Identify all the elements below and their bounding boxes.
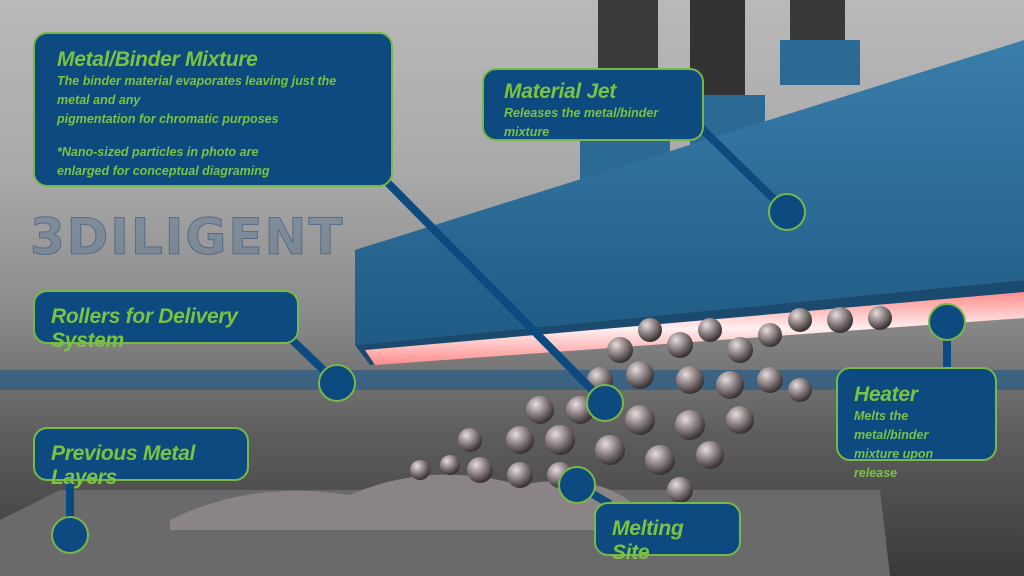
callout-desc: Releases the metal/binder mixture xyxy=(504,106,659,139)
callout-desc: Melts the metal/binder xyxy=(854,409,929,442)
callout-metal-binder: Metal/Binder Mixture The binder material… xyxy=(33,32,393,187)
callout-desc: mixture upon release xyxy=(854,447,934,480)
heater-glow xyxy=(365,292,1024,365)
metal-particles xyxy=(410,306,892,503)
material-jet-body xyxy=(355,40,1024,345)
callout-title: Rollers for Delivery System xyxy=(51,305,238,352)
callout-previous-layers: Previous Metal Layers xyxy=(33,427,249,489)
metal-binder-dot xyxy=(586,384,624,422)
callout-title: Heater xyxy=(854,383,918,406)
callout-title: Previous Metal Layers xyxy=(51,442,196,489)
callout-heater: Heater Melts the metal/binder mixture up… xyxy=(836,367,997,480)
material-jet-dot xyxy=(768,193,806,231)
callout-desc: pigmentation for chromatic purposes xyxy=(57,112,279,126)
melting-site-dot xyxy=(558,466,596,504)
callout-note: *Nano-sized particles in photo are xyxy=(57,145,259,159)
heater-dot xyxy=(928,303,966,341)
callout-note: enlarged for conceptual diagraming xyxy=(57,164,270,178)
callout-title: Metal/Binder Mixture xyxy=(57,48,258,71)
previous-layers-dot xyxy=(51,516,89,554)
callout-desc: The binder material evaporates leaving j… xyxy=(57,74,337,107)
callout-rollers: Rollers for Delivery System xyxy=(33,290,299,352)
rollers-dot xyxy=(318,364,356,402)
brand-watermark: 3DILIGENT xyxy=(30,208,345,267)
callout-title: Melting Site xyxy=(612,517,684,564)
callout-melting-site: Melting Site xyxy=(594,502,741,564)
callout-dots xyxy=(51,193,966,554)
callout-material-jet: Material Jet Releases the metal/binder m… xyxy=(482,68,704,141)
callout-title: Material Jet xyxy=(504,80,616,103)
